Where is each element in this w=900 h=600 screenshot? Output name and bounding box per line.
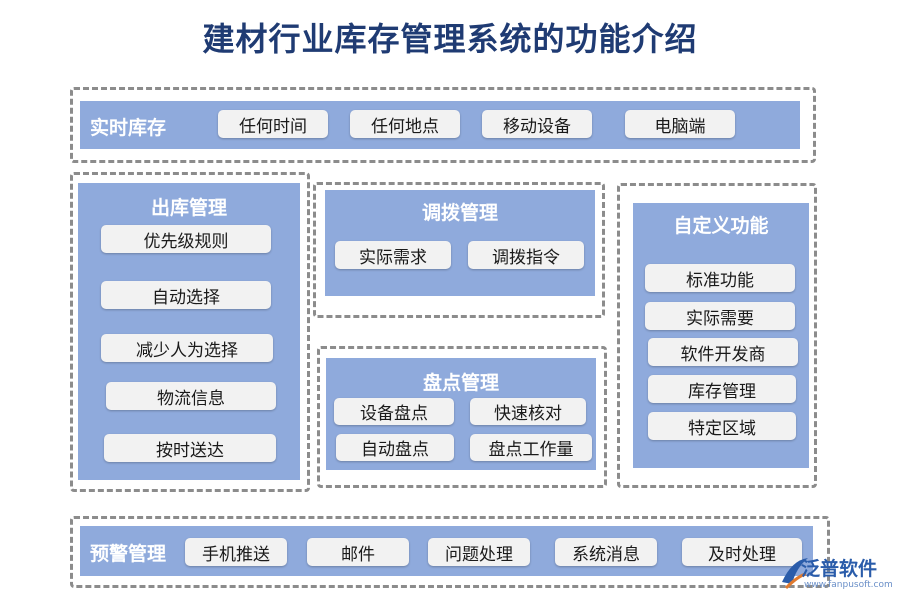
custom-section-frame (617, 183, 817, 488)
custom-panel-title: 自定义功能 (673, 215, 769, 237)
logo-url: www.fanpusoft.com (804, 580, 893, 590)
inventory-check-item-equipment: 设备盘点 (334, 398, 454, 425)
alert-item-system-msg: 系统消息 (555, 538, 657, 566)
custom-item-vendor: 软件开发商 (648, 338, 798, 366)
alert-panel-title: 预警管理 (90, 543, 167, 565)
transfer-item-actual-demand: 实际需求 (335, 241, 451, 269)
inventory-check-item-quick-verify: 快速核对 (470, 398, 586, 425)
custom-item-standard: 标准功能 (645, 264, 795, 292)
fanpu-logo-icon (782, 558, 808, 590)
outbound-item-reduce-manual: 减少人为选择 (101, 334, 273, 362)
inventory-check-section-frame (317, 346, 607, 488)
outbound-section-frame (70, 172, 310, 492)
alert-item-push: 手机推送 (185, 538, 287, 566)
realtime-item-pc: 电脑端 (625, 110, 735, 138)
custom-item-zone: 特定区域 (648, 412, 796, 440)
outbound-item-auto-select: 自动选择 (101, 281, 271, 309)
alert-item-issue: 问题处理 (428, 538, 530, 566)
realtime-item-anytime: 任何时间 (218, 110, 328, 138)
outbound-item-logistics: 物流信息 (106, 382, 276, 410)
inventory-check-item-auto: 自动盘点 (336, 434, 454, 461)
inventory-check-item-workload: 盘点工作量 (470, 434, 592, 461)
alert-item-timely: 及时处理 (682, 538, 802, 566)
custom-item-actual-need: 实际需要 (645, 302, 795, 330)
realtime-item-mobile: 移动设备 (482, 110, 592, 138)
logo-name: 泛普软件 (801, 558, 878, 580)
outbound-panel-title: 出库管理 (150, 197, 227, 219)
outbound-item-on-time: 按时送达 (104, 434, 276, 462)
inventory-check-panel-title: 盘点管理 (422, 372, 499, 394)
page-title: 建材行业库存管理系统的功能介绍 (202, 20, 698, 58)
realtime-item-anywhere: 任何地点 (350, 110, 460, 138)
outbound-item-priority: 优先级规则 (101, 225, 271, 253)
transfer-panel-title: 调拨管理 (421, 202, 498, 224)
custom-item-inventory: 库存管理 (648, 375, 796, 403)
alert-section-frame (70, 516, 830, 588)
alert-item-email: 邮件 (307, 538, 409, 566)
realtime-panel-title: 实时库存 (90, 117, 167, 139)
transfer-item-instruction: 调拨指令 (468, 241, 584, 269)
realtime-section-frame (70, 87, 816, 163)
transfer-section-frame (313, 182, 605, 318)
